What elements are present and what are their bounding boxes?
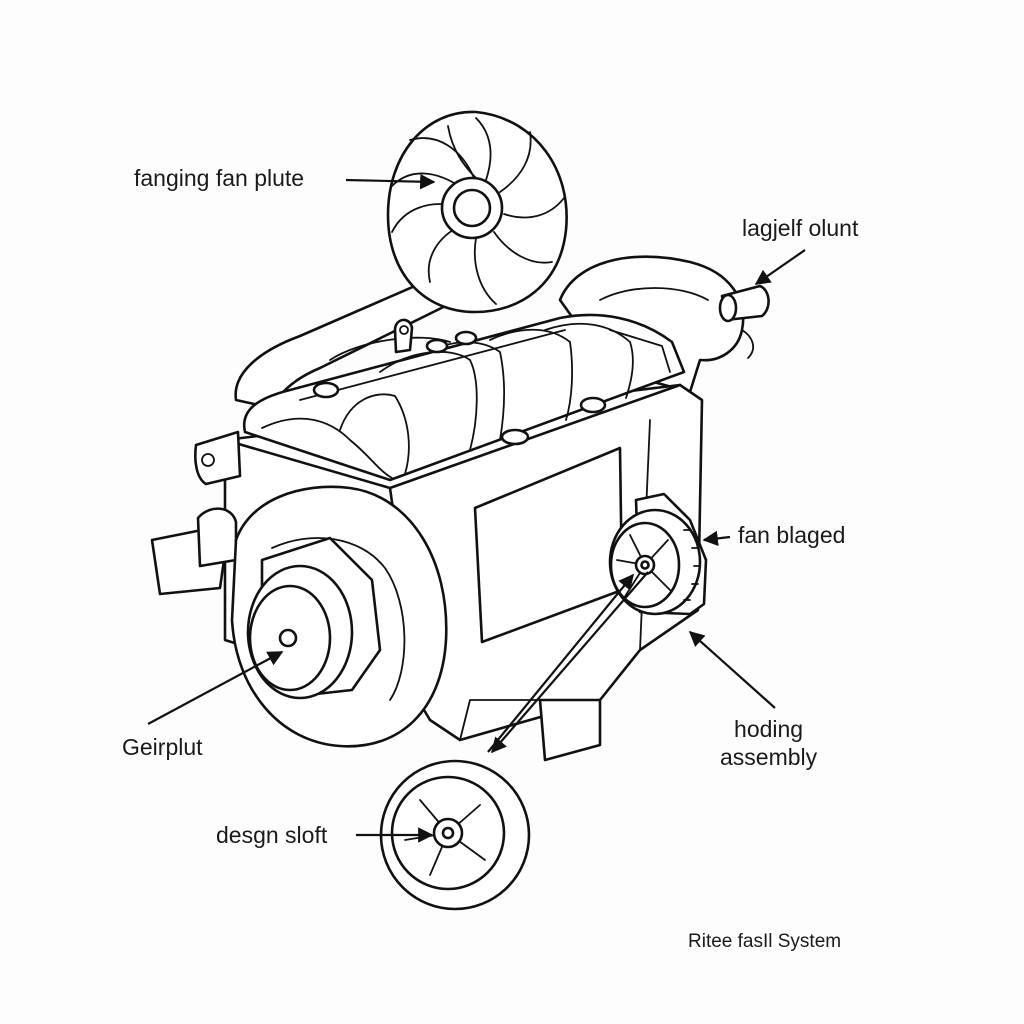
label-fan-plate: fanging fan plute	[134, 165, 305, 191]
gear-plate	[230, 485, 448, 748]
label-design-shaft: desgn sloft	[216, 822, 328, 848]
label-fan-blade: fan blaged	[738, 522, 846, 548]
valve-cover	[242, 313, 686, 482]
lower-pulley	[379, 759, 531, 911]
leader-fan-plate	[345, 173, 436, 190]
leader-housing	[688, 630, 776, 709]
leader-cross-1	[487, 573, 634, 753]
label-housing: hoding assembly	[720, 716, 818, 770]
label-gear-plate: Geirplut	[122, 734, 203, 760]
label-outlet: lagjelf olunt	[742, 215, 859, 241]
leader-cross-2	[490, 571, 649, 754]
leader-fan-blade	[702, 530, 731, 547]
leader-lines	[147, 173, 806, 843]
leader-outlet	[754, 249, 806, 285]
cooling-fan	[386, 110, 568, 314]
leader-gear-plate	[147, 651, 284, 725]
caption: Ritee fasIl System	[688, 931, 842, 952]
